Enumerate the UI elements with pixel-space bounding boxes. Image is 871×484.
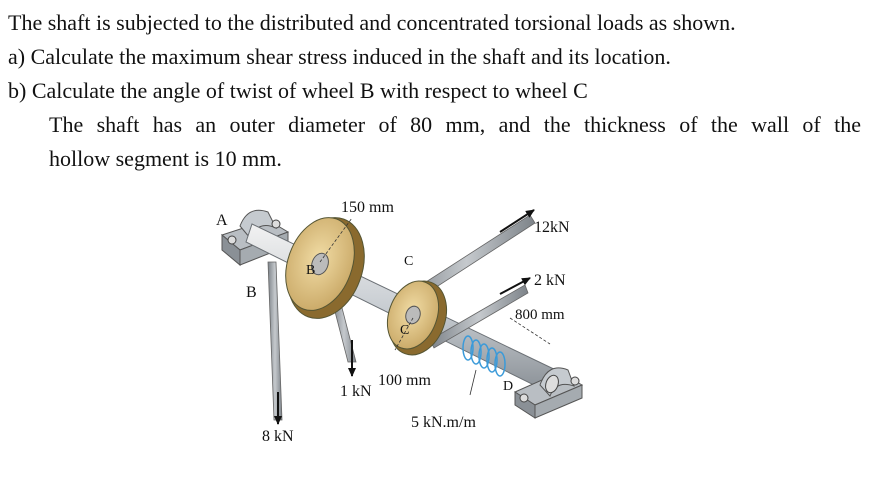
force-arrow-12kn [499,209,535,233]
label-1kn: 1 kN [340,383,372,400]
belt-b [267,261,283,421]
problem-part-b: b) Calculate the angle of twist of wheel… [8,78,588,103]
label-12kn: 12kN [534,219,570,236]
label-c-wheel: C [400,323,410,338]
dimension-150mm [319,217,353,263]
problem-part-a: a) Calculate the maximum shear stress in… [8,44,671,69]
leader-5knm [469,369,477,396]
label-b-wheel: B [306,263,316,278]
label-100mm: 100 mm [378,372,431,389]
label-b-side: B [246,284,257,301]
problem-note-line2: hollow segment is 10 mm. [49,146,282,171]
distributed-torque-coils [462,335,506,377]
label-8kn: 8 kN [262,428,294,445]
bearing-support-d [513,367,584,419]
wheel-c [386,280,448,356]
label-800mm: 800 mm [515,307,565,323]
label-2kn: 2 kN [534,272,566,289]
force-arrow-2kn [499,277,531,295]
label-c-top: C [404,254,414,269]
label-5knm: 5 kN.m/m [411,414,476,431]
wheel-b [285,217,365,319]
label-150mm: 150 mm [341,199,394,216]
dimension-800mm [509,317,551,345]
problem-note-line1: The shaft has an outer diameter of 80 mm… [49,112,861,137]
dimension-100mm [394,317,414,351]
label-d: D [503,379,514,394]
label-a: A [216,212,228,229]
problem-intro: The shaft is subjected to the distribute… [8,10,736,35]
